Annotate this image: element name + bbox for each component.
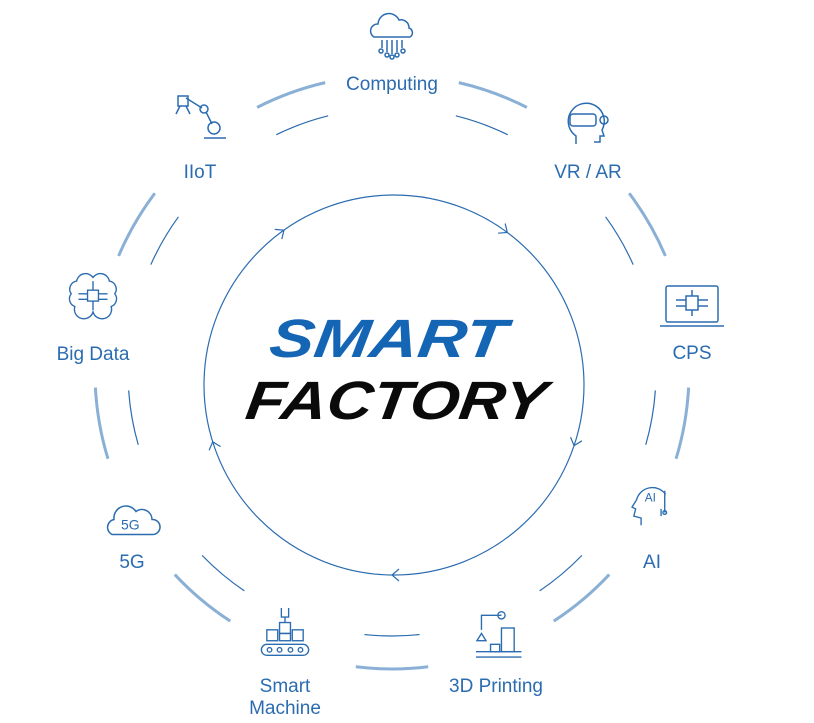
inner-ring-arc <box>150 216 179 265</box>
outer-ring-arc <box>256 81 326 109</box>
outer-ring-arc <box>173 573 232 623</box>
inner-ring-arc <box>276 115 329 136</box>
icon-text-5g: 5G <box>121 517 140 533</box>
inner-ring-arc <box>539 554 583 592</box>
node-label-line2: Machine <box>249 698 321 719</box>
outer-ring-arc <box>552 573 611 623</box>
node-label: IIoT <box>183 162 217 183</box>
cycle-arrow-icon <box>498 223 509 234</box>
industrial-robot-arm-icon <box>175 95 226 139</box>
cycle-arrow-icon <box>569 436 583 447</box>
inner-ring-arc <box>364 633 420 637</box>
center-cycle-circle <box>203 194 585 576</box>
brain-chip-icon <box>68 272 118 320</box>
outer-ring-arc <box>117 192 157 257</box>
ai-head-icon: AI <box>631 486 668 526</box>
robot-arm-printer-icon <box>475 610 522 658</box>
title-smart: SMART <box>266 309 515 369</box>
title-factory: FACTORY <box>242 371 556 430</box>
outer-ring-arc <box>627 192 667 257</box>
vr-headset-icon <box>567 102 609 144</box>
conveyor-boxes-icon <box>260 608 310 656</box>
outer-ring-arc <box>93 387 110 460</box>
node-label-line1: Smart <box>259 676 311 697</box>
cloud-5g-icon: 5G <box>106 505 161 536</box>
inner-ring-arc <box>201 554 245 592</box>
inner-ring-arc <box>605 216 634 265</box>
node-label: Computing <box>346 74 438 95</box>
cycle-arrow-icon <box>208 440 221 451</box>
cycle-arrow-icon <box>274 228 285 240</box>
cloud-computing-icon <box>369 12 414 60</box>
inner-ring-arc <box>128 390 139 445</box>
node-label: 5G <box>119 552 145 573</box>
node-label: VR / AR <box>554 162 622 183</box>
smart-factory-title: SMART FACTORY <box>242 309 556 430</box>
cycle-arrow-icon <box>391 568 400 582</box>
outer-ring-arc <box>674 387 691 460</box>
node-label: 3D Printing <box>449 676 543 697</box>
node-label: Big Data <box>56 344 130 365</box>
inner-ring-arc <box>455 115 508 136</box>
inner-ring-arc <box>645 390 656 445</box>
node-label: AI <box>643 552 661 573</box>
svg-text:AI: AI <box>645 491 656 505</box>
laptop-chip-icon <box>660 285 724 327</box>
node-label: CPS <box>672 343 712 364</box>
outer-ring-arc <box>355 665 429 671</box>
outer-ring-arc <box>458 81 528 109</box>
